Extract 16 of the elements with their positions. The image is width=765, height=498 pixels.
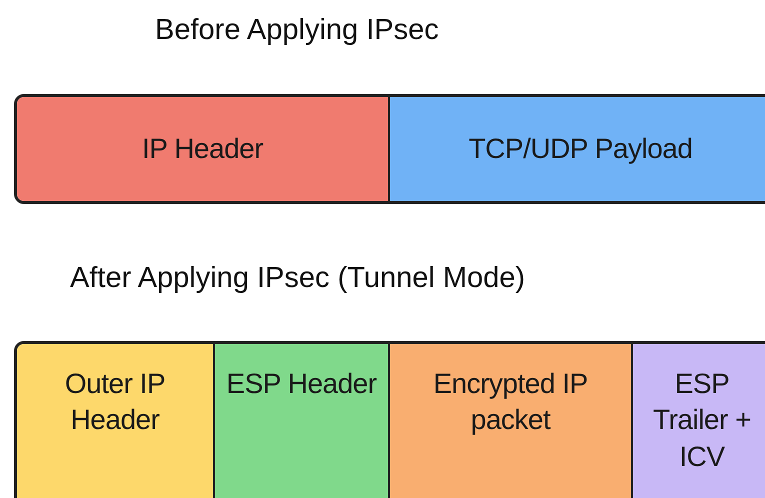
packet-bar (14, 94, 765, 204)
packet-field (631, 344, 765, 498)
packet-field (388, 344, 631, 498)
section-heading: Before Applying IPsec (155, 14, 439, 47)
packet-field (17, 344, 213, 498)
field-label: IP Header (142, 132, 264, 166)
field-label: Encrypted IP packet (432, 367, 589, 438)
field-label: TCP/UDP Payload (468, 132, 692, 166)
field-label: ESP Trailer + ICV (652, 367, 752, 474)
packet-field (17, 97, 388, 201)
section-heading: After Applying IPsec (Tunnel Mode) (70, 262, 526, 295)
packet-bar (14, 341, 765, 498)
packet-field (213, 344, 388, 498)
field-label: Outer IP Header (64, 367, 166, 438)
packet-field (388, 97, 765, 201)
field-label: ESP Header (226, 367, 377, 401)
